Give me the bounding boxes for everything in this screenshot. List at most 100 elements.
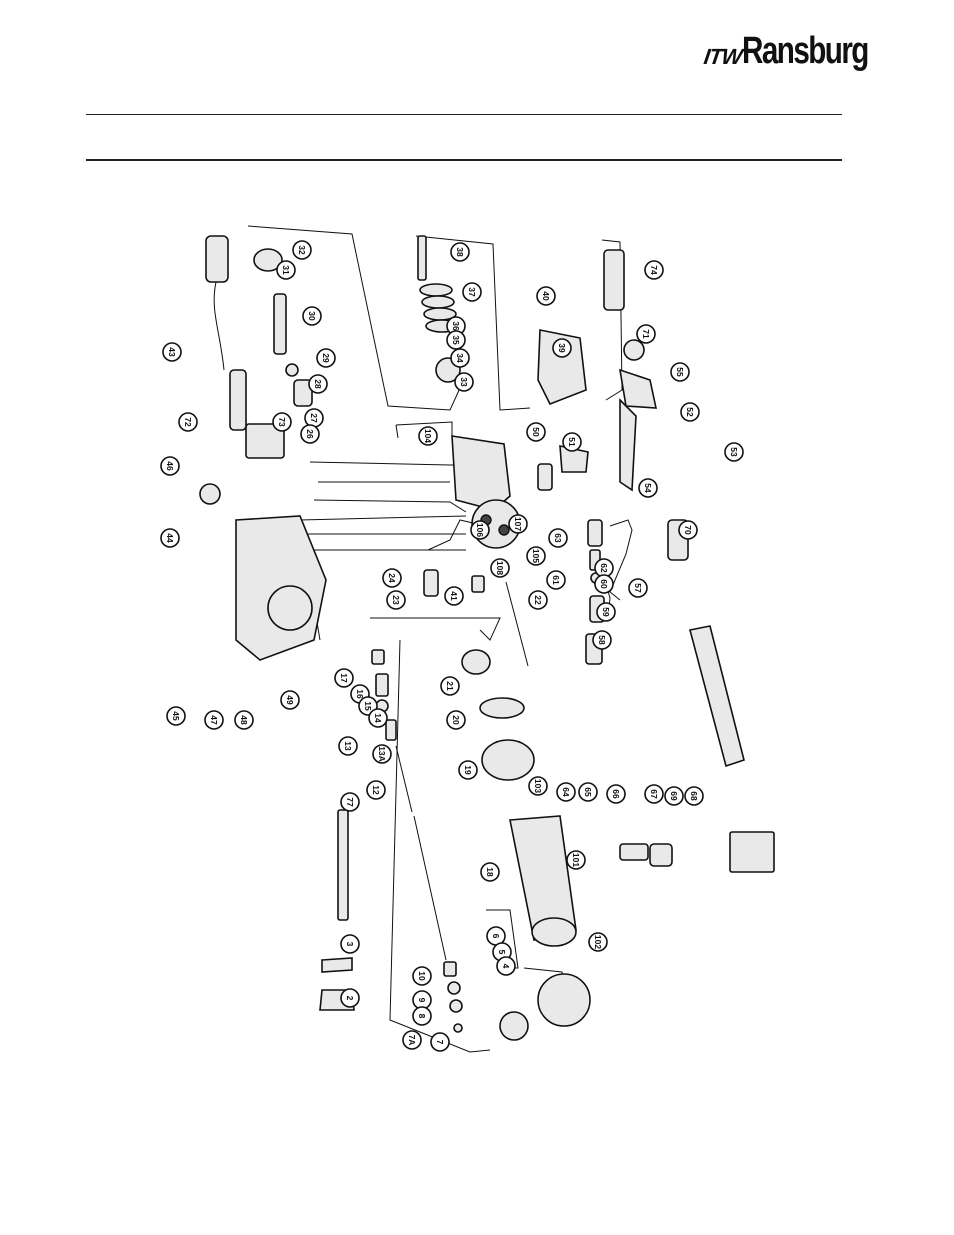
callout-label: 51 [567, 437, 577, 447]
callout-label: 21 [445, 681, 455, 691]
callout-label: 61 [551, 575, 561, 585]
callout-label: 29 [321, 353, 331, 363]
callout-label: 38 [455, 247, 465, 257]
callout-65: 65 [579, 783, 597, 801]
fitting-24-part [424, 570, 438, 596]
callout-label: 102 [593, 935, 603, 949]
parts [200, 236, 774, 1040]
cable-connector-part [206, 236, 228, 282]
callout-label: 53 [729, 447, 739, 457]
callout-label: 30 [307, 311, 317, 321]
callout-label: 71 [641, 329, 651, 339]
callout-label: 107 [513, 517, 523, 531]
callout-40: 40 [537, 287, 555, 305]
callout-69: 69 [665, 787, 683, 805]
callout-label: 70 [683, 525, 693, 535]
seat-14-part [386, 720, 396, 740]
callout-48: 48 [235, 711, 253, 729]
callout-label: 39 [557, 343, 567, 353]
handle-port-part [268, 586, 312, 630]
callout-18: 18 [481, 863, 499, 881]
callout-label: 43 [167, 347, 177, 357]
nut-67-part [650, 844, 672, 866]
callout-72: 72 [179, 413, 197, 431]
callout-63: 63 [549, 529, 567, 547]
callout-26: 26 [301, 425, 319, 443]
callout-101: 101 [567, 851, 585, 869]
callout-43: 43 [163, 343, 181, 361]
fitting-66-part [620, 844, 648, 860]
valve-63-part [588, 520, 602, 546]
callout-label: 103 [533, 779, 543, 793]
callout-24: 24 [383, 569, 401, 587]
callout-label: 48 [239, 715, 249, 725]
callout-label: 23 [391, 595, 401, 605]
spring-16-part [376, 674, 388, 696]
needle-77-part [338, 810, 348, 920]
callout-label: 74 [649, 265, 659, 275]
callout-label: 54 [643, 483, 653, 493]
callout-39: 39 [553, 339, 571, 357]
callout-label: 66 [611, 789, 621, 799]
callout-label: 10 [417, 971, 427, 981]
callout-label: 49 [285, 695, 295, 705]
callout-49: 49 [281, 691, 299, 709]
callout-label: 18 [485, 867, 495, 877]
callout-31: 31 [277, 261, 295, 279]
callout-label: 35 [451, 335, 461, 345]
callout-label: 58 [597, 635, 607, 645]
callout-label: 68 [689, 791, 699, 801]
callout-label: 7 [435, 1040, 445, 1045]
rod-22-part [506, 582, 528, 666]
callout-label: 20 [451, 715, 461, 725]
callout-label: 44 [165, 533, 175, 543]
callout-73: 73 [273, 413, 291, 431]
nozzle-2-part [500, 1012, 528, 1040]
callout-13: 13 [339, 737, 357, 755]
callout-34: 34 [451, 349, 469, 367]
callout-68: 68 [685, 787, 703, 805]
callout-20: 20 [447, 711, 465, 729]
callout-label: 2 [345, 996, 355, 1001]
callout-label: 41 [449, 591, 459, 601]
callout-label: 108 [495, 561, 505, 575]
callout-label: 15 [363, 701, 373, 711]
callout-70: 70 [679, 521, 697, 539]
block-68-part [730, 832, 774, 872]
rod-11-part [414, 816, 446, 960]
plate-55-part [620, 370, 656, 408]
callout-10: 10 [413, 967, 431, 985]
callout-label: 64 [561, 787, 571, 797]
callout-label: 27 [309, 413, 319, 423]
manifold-104-part [452, 436, 510, 510]
fitting-50-part [538, 464, 552, 490]
callout-label: 7A [407, 1035, 417, 1046]
callout-53: 53 [725, 443, 743, 461]
cap-17-part [372, 650, 384, 664]
callout-7A: 7A [403, 1031, 421, 1049]
ring-9-part [448, 982, 460, 994]
callout-label: 57 [633, 583, 643, 593]
cap-21-part [462, 650, 490, 674]
callout-107: 107 [509, 515, 527, 533]
brand-logo: ITW Ransburg [704, 26, 904, 70]
clip-part [322, 958, 352, 972]
callout-label: 14 [373, 713, 383, 723]
exploded-parts-diagram: 3231302928272638373635343340397471705552… [150, 220, 810, 1080]
callout-44: 44 [161, 529, 179, 547]
callout-64: 64 [557, 783, 575, 801]
callout-label: 77 [345, 797, 355, 807]
callout-label: 45 [171, 711, 181, 721]
callout-label: 4 [501, 964, 511, 969]
callout-58: 58 [593, 631, 611, 649]
callout-label: 40 [541, 291, 551, 301]
seat-8-part [450, 1000, 462, 1012]
callout-12: 12 [367, 781, 385, 799]
callout-label: 13 [343, 741, 353, 751]
rod-12-part [396, 746, 412, 812]
callout-7: 7 [431, 1033, 449, 1051]
callout-46: 46 [161, 457, 179, 475]
callout-17: 17 [335, 669, 353, 687]
callout-label: 5 [497, 950, 507, 955]
callout-33: 33 [455, 373, 473, 391]
